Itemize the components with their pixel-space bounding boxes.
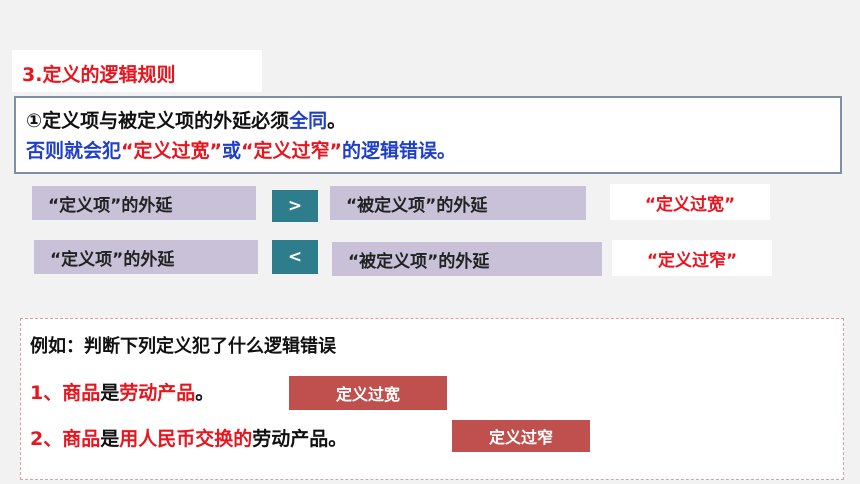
example-item-1-p3: 劳动产品 [119,382,196,404]
rule-line2-term1: “定义过宽” [121,140,222,162]
comparison-2-left: “定义项”的外延 [34,240,258,274]
example-title: 例如：判断下列定义犯了什么逻辑错误 [30,336,336,357]
comparison-2-result: “定义过窄” [612,240,772,276]
section-title: 3.定义的逻辑规则 [12,50,262,92]
rule-line2-part2: 或 [222,140,242,162]
example-item-1-p4: 。 [195,382,215,404]
rule-box: ①定义项与被定义项的外延必须全同。 否则就会犯“定义过宽”或“定义过窄”的逻辑错… [14,96,842,174]
comparison-1-left: “定义项”的外延 [32,186,256,220]
rule-line1-highlight: 全同 [289,110,328,132]
rule-line-1: ①定义项与被定义项的外延必须全同。 [26,106,840,136]
rule-line2-part3: 的逻辑错误。 [342,140,457,162]
example-item-2-answer: 定义过窄 [452,420,590,452]
example-item-2: 2、商品是用人民币交换的劳动产品。 [30,424,347,451]
example-item-1-p2: 是 [100,382,120,404]
rule-line2-term2: “定义过窄” [241,140,342,162]
example-item-1-answer: 定义过宽 [289,376,447,410]
example-item-1: 1、商品是劳动产品。 [30,378,214,405]
rule-line-2: 否则就会犯“定义过宽”或“定义过窄”的逻辑错误。 [26,136,840,166]
rule-line2-part1: 否则就会犯 [26,140,122,162]
comparison-1-operator: > [272,190,318,222]
example-item-2-p4: 劳动产品。 [252,428,348,450]
comparison-2-operator: < [272,240,318,274]
rule-line1-suffix: 。 [327,110,347,132]
rule-line1-prefix: ①定义项与被定义项的外延必须 [26,110,290,132]
example-item-2-p1: 2、商品 [30,428,101,450]
comparison-1-right: “被定义项”的外延 [330,186,586,220]
example-item-2-p3: 用人民币交换的 [119,428,253,450]
example-item-1-p1: 1、商品 [30,382,101,404]
comparison-1-result: “定义过宽” [610,184,770,220]
example-item-2-p2: 是 [100,428,120,450]
comparison-2-right: “被定义项”的外延 [332,242,602,276]
